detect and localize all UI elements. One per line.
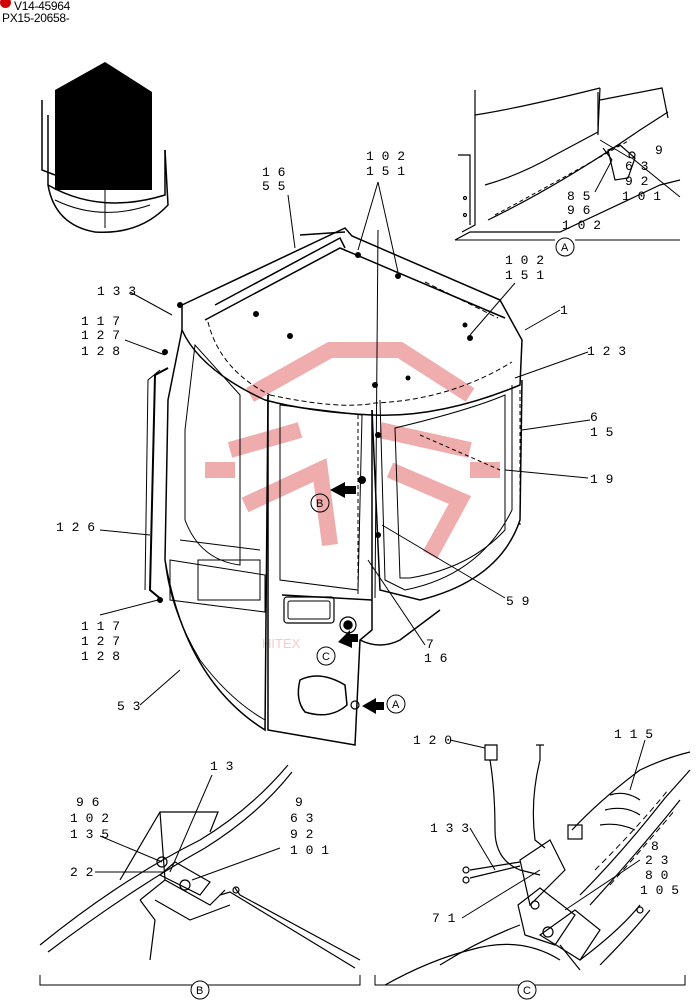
label-b-9: 9 <box>295 795 303 810</box>
label-19: 1 9 <box>590 472 613 487</box>
label-151-top: 1 5 1 <box>366 164 405 179</box>
ref-letter-b-main: B <box>316 498 323 510</box>
label-a-96: 9 6 <box>567 203 590 218</box>
label-c-115: 1 1 5 <box>614 727 653 742</box>
label-a-92: 9 2 <box>625 174 648 189</box>
label-59: 5 9 <box>506 594 529 609</box>
detail-b-view <box>39 764 361 969</box>
label-c-133: 1 3 3 <box>430 821 469 836</box>
label-c-105: 1 0 5 <box>640 883 679 898</box>
label-b-13: 1 3 <box>210 759 233 774</box>
detail-a-view <box>454 87 681 241</box>
label-c-23: 2 3 <box>645 853 668 868</box>
label-16: 1 6 <box>262 165 285 180</box>
ref-bubble-a-main <box>386 694 406 714</box>
ref-letter-a-main: A <box>392 699 400 711</box>
ref-bubble-c-detail <box>517 980 537 1000</box>
ref-letter-c-detail: C <box>523 985 531 997</box>
label-128-lower: 1 2 8 <box>81 649 120 664</box>
label-7: 7 <box>426 637 434 652</box>
label-a-101: 1 0 1 <box>622 189 661 204</box>
label-53: 5 3 <box>117 699 140 714</box>
thumbnail-cab-view <box>41 62 169 234</box>
label-b-96: 9 6 <box>76 795 99 810</box>
detail-b-labels: 1 3 9 6 1 0 2 1 3 5 9 6 3 9 2 1 0 1 2 2 <box>70 759 329 880</box>
ref-letter-a-detail: A <box>561 242 569 254</box>
detail-c-labels: 1 2 0 1 1 5 1 3 3 8 2 3 8 0 1 0 5 7 1 <box>413 727 679 926</box>
label-128-upper: 1 2 8 <box>81 344 120 359</box>
label-151-mid: 1 5 1 <box>505 268 544 283</box>
label-b-101: 1 0 1 <box>290 843 329 858</box>
detail-c-leaders <box>374 739 686 986</box>
ref-bubble-b-detail <box>190 980 210 1000</box>
detail-a-leaders <box>455 157 681 241</box>
ref-letter-b-detail: B <box>196 985 203 997</box>
label-117-upper: 1 1 7 <box>81 314 120 329</box>
watermark-text: HITEX <box>262 636 301 651</box>
main-leader-lines <box>99 181 591 706</box>
label-a-9: 9 <box>655 143 663 158</box>
label-c-80: 8 0 <box>645 868 668 883</box>
label-b-135: 1 3 5 <box>70 827 109 842</box>
label-a-63: 6 3 <box>625 159 648 174</box>
watermark-logo <box>205 342 500 559</box>
label-b-22: 2 2 <box>70 865 93 880</box>
cab-main-body <box>144 227 523 746</box>
label-127-upper: 1 2 7 <box>81 328 120 343</box>
main-callout-labels: 1 6 5 5 1 0 2 1 5 1 1 0 2 1 5 1 1 1 3 3 … <box>56 149 626 714</box>
label-c-8: 8 <box>651 839 659 854</box>
label-a-85: 8 5 <box>567 189 590 204</box>
label-c-120: 1 2 0 <box>413 733 452 748</box>
red-marker-dot <box>0 0 11 8</box>
label-126: 1 2 6 <box>56 520 95 535</box>
label-127-lower: 1 2 7 <box>81 634 120 649</box>
label-b-92: 9 2 <box>290 827 313 842</box>
ref-bubble-c-main <box>316 646 336 666</box>
label-15: 1 5 <box>590 425 613 440</box>
label-133-main: 1 3 3 <box>97 284 136 299</box>
label-55: 5 5 <box>262 179 285 194</box>
label-6: 6 <box>590 410 598 425</box>
part-code-line-1: V14-45964 <box>14 0 71 13</box>
label-117-lower: 1 1 7 <box>81 619 120 634</box>
part-code-line-2: PX15-20658- <box>2 11 70 25</box>
label-c-71: 7 1 <box>432 911 456 926</box>
ref-letter-c-main: C <box>322 651 330 663</box>
ref-bubble-a-detail <box>555 237 575 257</box>
label-123: 1 2 3 <box>587 344 626 359</box>
ref-bubble-b-main <box>310 493 330 513</box>
label-102-top: 1 0 2 <box>366 149 405 164</box>
label-a-102: 1 0 2 <box>562 218 601 233</box>
reference-arrows <box>330 482 384 714</box>
label-b-63: 6 3 <box>290 811 313 826</box>
label-102-mid: 1 0 2 <box>505 253 544 268</box>
detail-a-labels: 9 6 3 9 2 1 0 1 8 5 9 6 1 0 2 <box>562 143 663 233</box>
label-1: 1 <box>560 303 568 318</box>
detail-c-view <box>384 744 691 986</box>
label-b-102: 1 0 2 <box>70 811 109 826</box>
label-16-lower: 1 6 <box>424 651 447 666</box>
